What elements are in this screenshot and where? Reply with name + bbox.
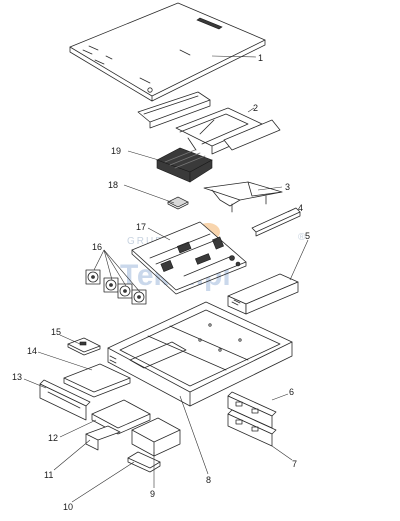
callout-4: 4 <box>298 203 303 213</box>
part-backplane-upper <box>227 391 277 429</box>
part-bezel <box>39 379 91 421</box>
part-drive-tray <box>85 425 121 451</box>
callout-17: 17 <box>136 222 146 232</box>
callout-6: 6 <box>289 387 294 397</box>
part-filler-panel <box>127 451 161 473</box>
fan-4 <box>131 289 147 305</box>
part-processor <box>167 196 189 210</box>
callout-14: 14 <box>27 346 37 356</box>
callout-2: 2 <box>253 103 258 113</box>
callout-8: 8 <box>206 475 211 485</box>
callout-10: 10 <box>63 502 73 512</box>
callout-19: 19 <box>111 146 121 156</box>
part-operator-panel-board <box>67 337 101 356</box>
callout-13: 13 <box>12 372 22 382</box>
callout-3: 3 <box>285 182 290 192</box>
leader-lines <box>23 55 309 503</box>
callout-9: 9 <box>150 489 155 499</box>
part-top-cover <box>69 2 266 102</box>
part-air-baffle <box>203 181 283 213</box>
part-fans <box>85 269 147 305</box>
callout-labels: 1 2 3 4 5 6 7 8 9 10 11 12 13 14 15 16 1… <box>12 53 310 512</box>
fan-3 <box>117 283 133 299</box>
callout-16: 16 <box>92 242 102 252</box>
callout-15: 15 <box>51 327 61 337</box>
part-riser-bracket <box>137 91 281 155</box>
part-chassis <box>107 301 293 407</box>
part-hard-drive <box>91 399 151 435</box>
part-heatsink <box>156 147 213 183</box>
part-adapter-card <box>251 207 301 237</box>
callout-1: 1 <box>258 53 263 63</box>
watermark-registered-mark: ® <box>298 232 306 243</box>
fan-1 <box>85 269 101 285</box>
watermark-group-text: GRUPA <box>127 236 172 247</box>
part-system-board <box>131 221 247 295</box>
part-power-supply <box>227 273 299 315</box>
part-optical-drive <box>63 363 131 398</box>
callout-12: 12 <box>48 433 58 443</box>
part-hot-swap-drive <box>131 417 181 457</box>
callout-5: 5 <box>305 231 310 241</box>
fan-2 <box>103 277 119 293</box>
callout-7: 7 <box>292 459 297 469</box>
callout-18: 18 <box>108 180 118 190</box>
callout-11: 11 <box>44 470 53 480</box>
